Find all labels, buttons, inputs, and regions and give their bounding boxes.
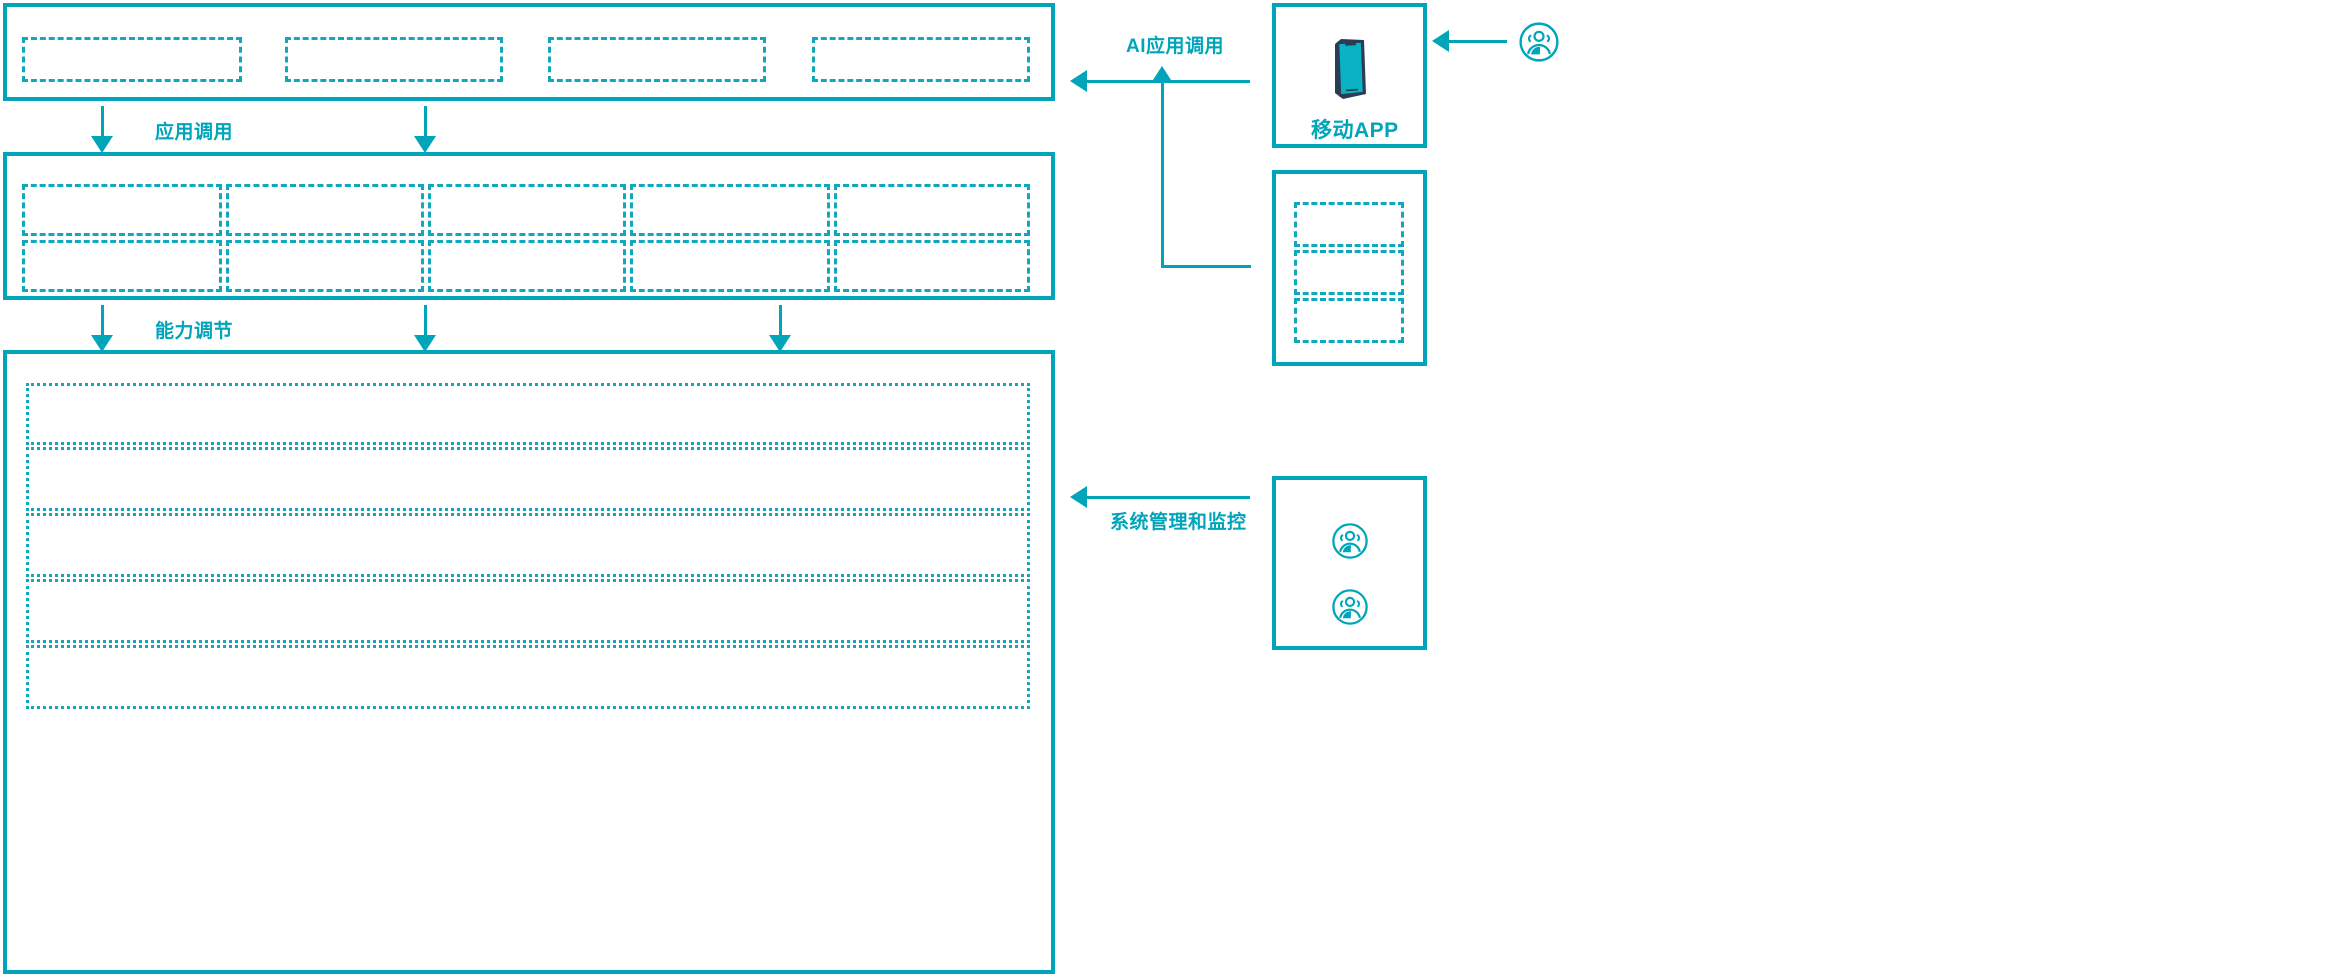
cap-card-r2c2[interactable]: [226, 240, 424, 292]
app-call-arrow-right-shaft: [424, 106, 427, 139]
plat-row-4[interactable]: [26, 579, 1030, 643]
app-card-3[interactable]: [548, 37, 766, 82]
user-group-icon-ops-1: [1331, 522, 1369, 560]
end-user-arrow-head: [1432, 30, 1449, 52]
cap-card-r2c3[interactable]: [428, 240, 626, 292]
user-group-icon-ops-2: [1331, 588, 1369, 626]
channel-riser-head: [1151, 66, 1173, 83]
cap-card-r1c5[interactable]: [834, 184, 1030, 236]
capability-arrow-2-shaft: [424, 305, 427, 338]
cap-card-r1c2[interactable]: [226, 184, 424, 236]
channel-card-2[interactable]: [1294, 250, 1404, 295]
capability-arrow-1-shaft: [101, 305, 104, 338]
channel-riser-horizontal: [1161, 265, 1251, 268]
end-user-arrow-shaft: [1449, 40, 1507, 43]
app-call-arrow-right-head: [414, 136, 436, 153]
channel-card-1[interactable]: [1294, 202, 1404, 247]
app-call-arrow-left-head: [91, 136, 113, 153]
channel-card-3[interactable]: [1294, 298, 1404, 343]
capability-arrow-2-head: [414, 335, 436, 352]
cap-card-r1c4[interactable]: [630, 184, 830, 236]
operations-panel[interactable]: [1272, 476, 1427, 650]
plat-row-1[interactable]: [26, 383, 1030, 445]
capability-arrow-3-head: [769, 335, 791, 352]
plat-row-5[interactable]: [26, 645, 1030, 709]
cap-card-r1c3[interactable]: [428, 184, 626, 236]
ai-app-call-head: [1070, 70, 1087, 92]
cap-card-r2c4[interactable]: [630, 240, 830, 292]
system-manage-shaft: [1087, 496, 1250, 499]
cap-card-r1c1[interactable]: [22, 184, 222, 236]
app-call-label: 应用调用: [155, 122, 234, 143]
cap-card-r2c1[interactable]: [22, 240, 222, 292]
cap-card-r2c5[interactable]: [834, 240, 1030, 292]
app-call-arrow-left-shaft: [101, 106, 104, 139]
capability-adjust-label: 能力调节: [155, 321, 234, 342]
system-manage-monitor-label: 系统管理和监控: [1110, 512, 1247, 533]
channel-riser-vertical: [1161, 82, 1164, 268]
mobile-app-caption: 移动APP: [1311, 119, 1399, 142]
app-card-4[interactable]: [812, 37, 1030, 82]
plat-row-3[interactable]: [26, 513, 1030, 577]
ai-app-call-label: AI应用调用: [1126, 36, 1225, 57]
end-user-group-icon: [1518, 21, 1560, 63]
system-manage-head: [1070, 486, 1087, 508]
smartphone-icon: [1326, 32, 1374, 104]
plat-row-2[interactable]: [26, 447, 1030, 511]
capability-arrow-1-head: [91, 335, 113, 352]
app-card-2[interactable]: [285, 37, 503, 82]
app-card-1[interactable]: [22, 37, 242, 82]
capability-arrow-3-shaft: [779, 305, 782, 338]
